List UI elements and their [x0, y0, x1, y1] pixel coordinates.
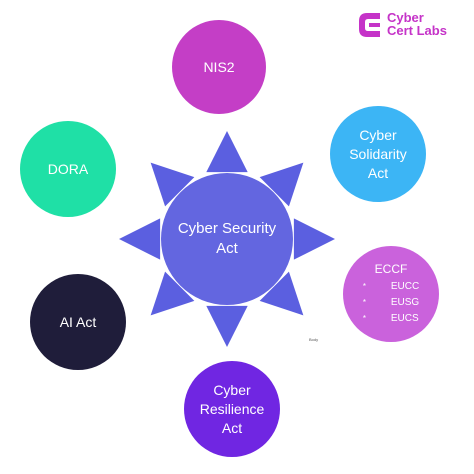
node-eccf-title: ECCF — [374, 261, 408, 276]
brand-logo-icon — [359, 13, 380, 37]
star-point — [259, 271, 304, 316]
center-label-line2: Act — [216, 240, 238, 257]
star-point — [206, 131, 248, 173]
node-nis2-label: NIS2 — [203, 58, 235, 75]
star-point — [119, 218, 161, 260]
node-dora: DORA — [20, 121, 116, 217]
small-label: Body — [309, 337, 319, 342]
eccf-item: EUCC — [363, 279, 419, 295]
eccf-item: EUCS — [363, 311, 419, 327]
node-solidarity-line1: Cyber — [359, 126, 397, 143]
node-solidarity-line2: Solidarity — [349, 145, 407, 162]
brand-logo: Cyber Cert Labs — [356, 9, 468, 41]
star-point — [150, 271, 195, 316]
star-point — [293, 218, 335, 260]
brand-name-line2: Cert Labs — [387, 23, 447, 38]
node-nis2: NIS2 — [172, 20, 266, 114]
node-dora-label: DORA — [47, 160, 89, 177]
star-point — [259, 162, 304, 207]
node-cyber-solidarity-act: Cyber Solidarity Act — [330, 106, 426, 202]
center-node-cyber-security-act: Cyber Security Act — [161, 173, 293, 305]
star-point — [150, 162, 195, 207]
node-resilience-line3: Act — [221, 419, 243, 436]
node-resilience-line2: Resilience — [199, 400, 265, 417]
node-solidarity-line3: Act — [367, 164, 389, 181]
eccf-item: EUSG — [363, 295, 419, 311]
brand-name-line1: Cyber — [387, 10, 424, 25]
node-resilience-line1: Cyber — [213, 381, 251, 398]
node-ai-act-label: AI Act — [59, 313, 97, 330]
star-point — [206, 305, 248, 347]
node-eccf: ECCF EUCC EUSG EUCS — [343, 246, 439, 342]
node-cyber-resilience-act: Cyber Resilience Act — [184, 361, 280, 457]
eccf-items-list: EUCC EUSG EUCS — [363, 279, 419, 327]
center-label-line1: Cyber Security — [177, 220, 277, 237]
node-ai-act: AI Act — [30, 274, 126, 370]
